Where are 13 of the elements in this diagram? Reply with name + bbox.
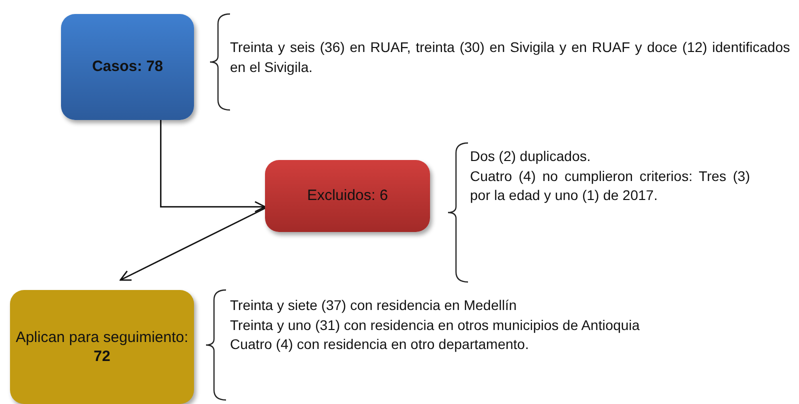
box-label: Excluidos: 6 <box>307 186 388 206</box>
note-text: Treinta y siete (37) con residencia en Medellín <box>230 296 518 315</box>
process-box <box>10 290 194 404</box>
arrow <box>160 120 266 212</box>
note-text: Treinta y uno (31) con residencia en otros municipios de Antioquia <box>230 316 641 335</box>
note-text: Dos (2) duplicados. <box>470 147 592 166</box>
note-text: Treinta y seis (36) en RUAF, treinta (30) en Sivigila y en RUAF y doce (12) identificados en el Sivigila. <box>230 38 790 77</box>
process-box <box>265 160 430 232</box>
box-label: Casos: 78 <box>92 57 163 77</box>
note-text: Cuatro (4) no cumplieron criterios: Tres (3) por la edad y uno (1) de 2017. <box>470 166 750 206</box>
box-label: Aplican para seguimiento: 72 <box>14 328 190 366</box>
note-text: Cuatro (4) con residencia en otro departamento. <box>230 335 530 354</box>
process-box <box>61 14 194 120</box>
